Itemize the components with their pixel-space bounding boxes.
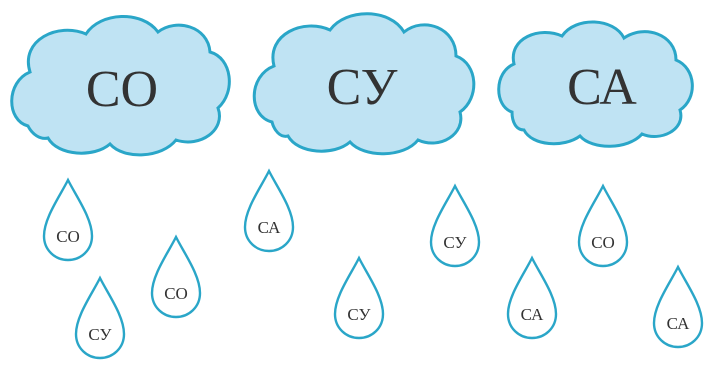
raindrop-8: СО — [577, 183, 629, 268]
cloud-1-label: СО — [86, 61, 158, 118]
cloud-3-label: СА — [567, 59, 637, 116]
raindrop-5: СУ — [333, 255, 385, 340]
raindrop-8-label: СО — [591, 233, 615, 252]
raindrop-7: СА — [506, 255, 558, 340]
raindrop-7-label: СА — [521, 305, 544, 324]
raindrop-1-shape — [42, 177, 94, 262]
raindrop-5-label: СУ — [347, 305, 371, 324]
cloud-2-label: СУ — [327, 59, 398, 116]
raindrop-2: СУ — [74, 275, 126, 360]
raindrop-4-label: СА — [258, 218, 281, 237]
raindrop-9-shape — [652, 264, 704, 349]
raindrop-1: СО — [42, 177, 94, 262]
raindrop-2-shape — [74, 275, 126, 360]
cloud-1: СО — [10, 15, 231, 157]
raindrop-4: СА — [243, 168, 295, 253]
raindrop-6-label: СУ — [443, 233, 467, 252]
raindrop-5-shape — [333, 255, 385, 340]
cloud-3: СА — [497, 20, 694, 148]
raindrop-3-shape — [150, 234, 202, 319]
cloud-3-shape — [497, 20, 694, 148]
cloud-2-shape — [252, 12, 476, 156]
raindrop-2-label: СУ — [88, 325, 112, 344]
raindrop-7-shape — [506, 255, 558, 340]
cloud-1-shape — [10, 15, 231, 157]
raindrop-3-label: СО — [164, 284, 188, 303]
raindrop-9-label: СА — [667, 314, 690, 333]
raindrop-6: СУ — [429, 183, 481, 268]
raindrop-3: СО — [150, 234, 202, 319]
cloud-2: СУ — [252, 12, 476, 156]
raindrop-6-shape — [429, 183, 481, 268]
raindrop-4-shape — [243, 168, 295, 253]
raindrop-9: СА — [652, 264, 704, 349]
raindrop-8-shape — [577, 183, 629, 268]
raindrop-1-label: СО — [56, 227, 80, 246]
